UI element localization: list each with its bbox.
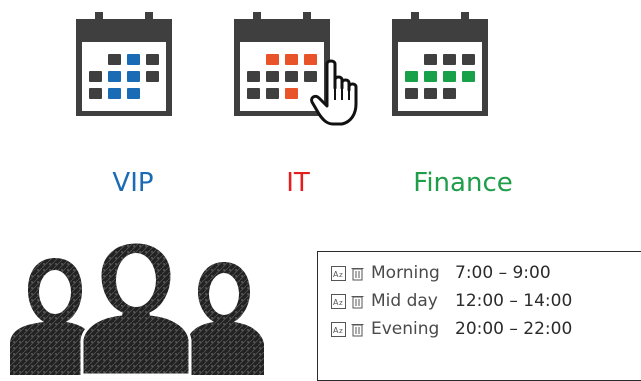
trash-icon[interactable] xyxy=(350,322,365,337)
schedule-name: Morning xyxy=(371,263,440,283)
calendar-it[interactable] xyxy=(233,12,331,116)
calendar-day-cell xyxy=(89,88,102,99)
team-icon xyxy=(0,232,280,377)
trash-icon[interactable] xyxy=(350,266,365,281)
calendar-day-cell xyxy=(127,88,140,99)
calendar-day-cell xyxy=(266,71,279,82)
calendar-day-cell xyxy=(405,88,418,99)
trash-icon[interactable] xyxy=(350,294,365,309)
calendar-label-finance: Finance xyxy=(413,168,513,198)
calendar-icon xyxy=(392,12,488,116)
calendar-day-cell xyxy=(443,54,456,65)
calendar-day-cell xyxy=(108,54,121,65)
calendar-day-cell xyxy=(285,88,298,99)
calendar-day-cell xyxy=(266,88,279,99)
calendar-label-it: IT xyxy=(286,168,310,198)
svg-text:A: A xyxy=(333,326,339,335)
calendar-day-cell xyxy=(146,71,159,82)
calendar-day-cell xyxy=(443,71,456,82)
calendar-day-cell xyxy=(443,88,456,99)
calendar-day-cell xyxy=(127,71,140,82)
schedule-time: 20:00 – 22:00 xyxy=(455,319,573,339)
calendar-day-cell xyxy=(127,54,140,65)
calendar-vip[interactable] xyxy=(75,12,173,116)
schedule-time: 12:00 – 14:00 xyxy=(455,291,573,311)
calendar-day-cell xyxy=(304,71,317,82)
calendar-day-cell xyxy=(304,54,317,65)
schedule-name: Evening xyxy=(371,319,440,339)
calendar-day-cell xyxy=(462,54,475,65)
svg-text:z: z xyxy=(339,299,343,307)
hand-pointer-icon xyxy=(309,58,365,128)
calendar-label-vip: VIP xyxy=(112,168,154,198)
svg-text:A: A xyxy=(333,298,339,307)
calendar-day-cell xyxy=(266,54,279,65)
calendar-day-cell xyxy=(285,54,298,65)
calendar-day-cell xyxy=(89,71,102,82)
calendar-icon xyxy=(76,12,172,116)
calendar-day-cell xyxy=(108,88,121,99)
svg-text:z: z xyxy=(339,271,343,279)
svg-text:z: z xyxy=(339,327,343,335)
svg-text:A: A xyxy=(333,270,339,279)
calendar-day-cell xyxy=(247,71,260,82)
calendar-day-cell xyxy=(285,71,298,82)
calendar-day-cell xyxy=(424,88,437,99)
calendar-day-cell xyxy=(108,71,121,82)
calendar-day-cell xyxy=(247,88,260,99)
calendar-day-cell xyxy=(146,54,159,65)
calendar-day-cell xyxy=(405,71,418,82)
schedule-name: Mid day xyxy=(371,291,438,311)
calendar-day-cell xyxy=(424,71,437,82)
calendar-day-cell xyxy=(462,71,475,82)
calendar-day-cell xyxy=(424,54,437,65)
schedule-time: 7:00 – 9:00 xyxy=(455,263,551,283)
calendar-icon xyxy=(234,12,330,116)
calendar-finance[interactable] xyxy=(391,12,489,116)
